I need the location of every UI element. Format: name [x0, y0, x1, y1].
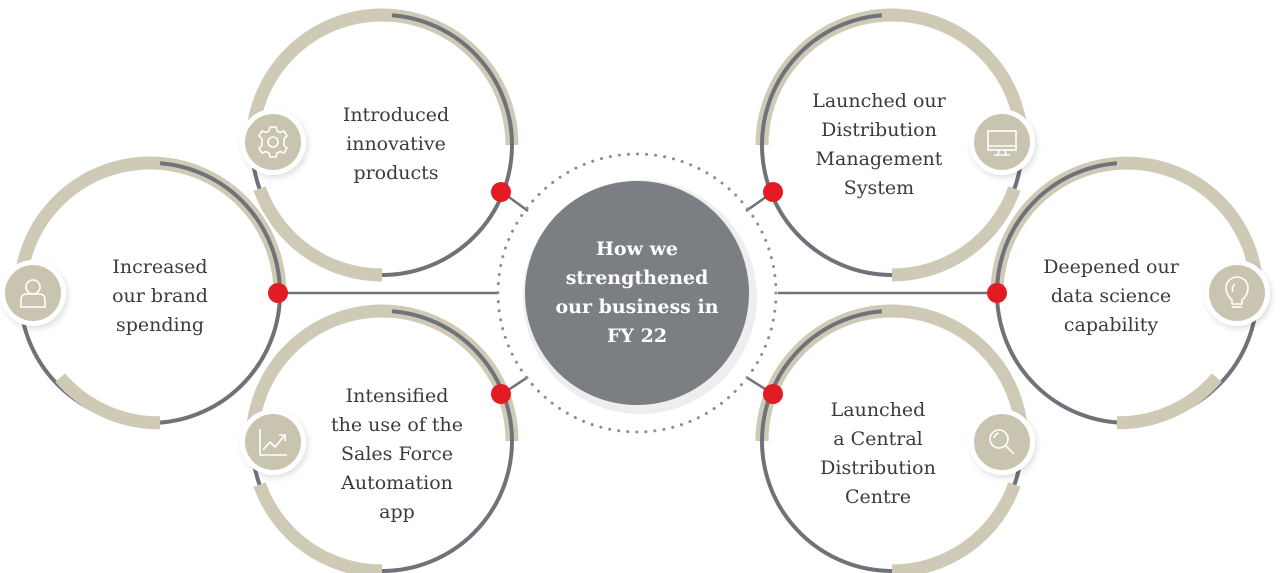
- red-dot-bottom-right: [763, 384, 783, 404]
- ring-sales-force-automation: [245, 304, 519, 573]
- center-title-line: How we: [595, 238, 679, 260]
- label-line: a Central: [833, 428, 923, 450]
- node-label-data-science: Deepened our data science capability: [1026, 253, 1196, 340]
- ring-central-distribution: [755, 304, 1029, 573]
- center-circle: [525, 181, 749, 405]
- label-line: spending: [115, 314, 205, 336]
- label-line: data science: [1050, 285, 1172, 307]
- center-title-line: FY 22: [606, 325, 668, 347]
- center-title-line: strengthened: [565, 267, 709, 289]
- search-icon: [969, 409, 1035, 475]
- label-line: the use of the: [330, 414, 464, 436]
- node-label-distribution-management: Launched our Distribution Management Sys…: [789, 87, 969, 203]
- ring-brand-spending: [13, 156, 287, 430]
- label-line: Launched: [830, 399, 926, 421]
- red-dot-top-right: [763, 182, 783, 202]
- user-icon: [0, 260, 66, 326]
- label-line: Increased: [112, 256, 208, 278]
- label-line: Distribution: [821, 119, 937, 141]
- label-line: Management: [815, 148, 943, 170]
- ring-innovative-products: [245, 8, 519, 282]
- label-line: Distribution: [820, 457, 936, 479]
- gear-icon: [240, 109, 306, 175]
- lightbulb-icon: [1204, 260, 1270, 326]
- label-line: Sales Force: [340, 443, 453, 465]
- label-line: System: [843, 177, 915, 199]
- center-title-line: our business in: [555, 296, 719, 318]
- node-label-innovative-products: Introduced innovative products: [316, 101, 476, 188]
- ring-data-science: [990, 156, 1264, 430]
- label-line: Launched our: [812, 90, 946, 112]
- red-dot-bottom-left: [491, 384, 511, 404]
- red-dot-middle-left: [268, 283, 288, 303]
- label-line: products: [353, 162, 439, 184]
- center-title: How we strengthened our business in FY 2…: [537, 235, 737, 351]
- node-label-sales-force-automation: Intensified the use of the Sales Force A…: [307, 382, 487, 527]
- line-chart-icon: [240, 409, 306, 475]
- node-label-central-distribution: Launched a Central Distribution Centre: [793, 396, 963, 512]
- red-dot-top-left: [491, 182, 511, 202]
- label-line: our brand: [112, 285, 208, 307]
- monitor-icon: [969, 109, 1035, 175]
- label-line: Deepened our: [1043, 256, 1179, 278]
- label-line: Introduced: [342, 104, 450, 126]
- node-label-brand-spending: Increased our brand spending: [80, 253, 240, 340]
- ring-distribution-management: [755, 8, 1029, 282]
- center-dotted-ring: [496, 152, 778, 434]
- center-hub: [496, 152, 778, 434]
- label-line: Intensified: [345, 385, 449, 407]
- label-line: Automation: [341, 472, 453, 494]
- label-line: capability: [1063, 314, 1159, 336]
- label-line: innovative: [346, 133, 446, 155]
- red-dot-middle-right: [987, 283, 1007, 303]
- label-line: Centre: [845, 486, 911, 508]
- label-line: app: [379, 501, 415, 523]
